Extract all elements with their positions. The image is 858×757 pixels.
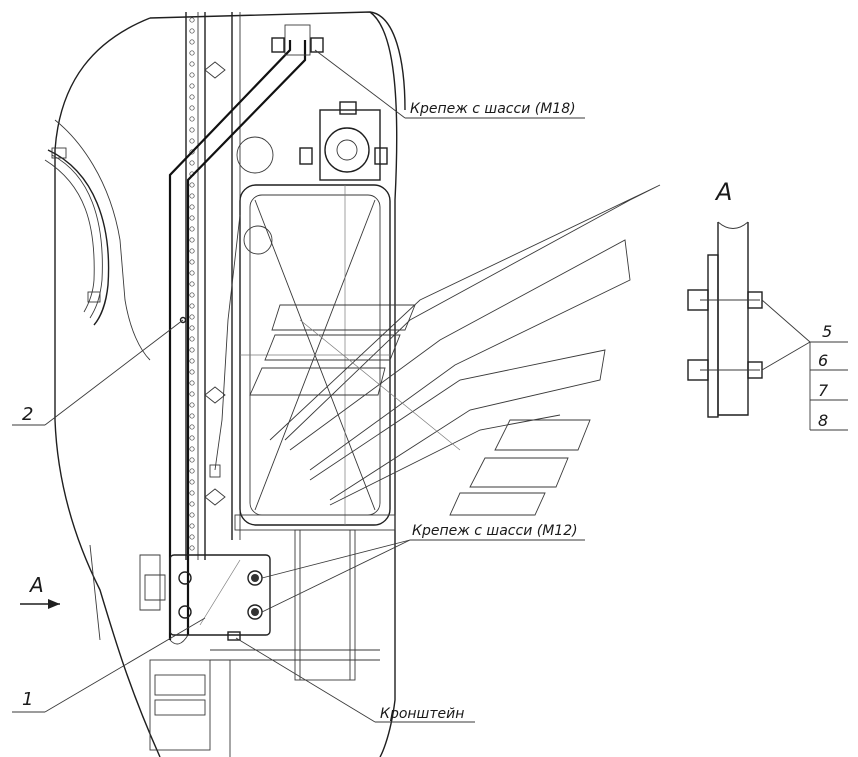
rail-hole: [189, 424, 195, 430]
rail-hole: [189, 457, 195, 463]
rail-hole: [189, 149, 195, 155]
rail-hole: [189, 83, 195, 89]
upper-housing: [236, 101, 388, 255]
callout-8: 8: [818, 411, 828, 430]
rail-hole: [189, 479, 195, 485]
label-item-1: 1: [22, 689, 33, 710]
rail-hole: [189, 61, 195, 67]
rail-hole: [189, 303, 195, 309]
rail-hole: [189, 259, 195, 265]
rail-hole: [189, 325, 195, 331]
rail-hole: [189, 204, 195, 210]
rail-hole: [189, 358, 195, 364]
rail-hole: [189, 523, 195, 529]
leader-lines: [12, 49, 585, 723]
rail-hole: [189, 435, 195, 441]
rail-hole: [189, 292, 195, 298]
rail-hole: [189, 468, 195, 474]
rail-hole: [189, 512, 195, 518]
rail-hole: [189, 105, 195, 111]
rail-hole: [189, 226, 195, 232]
rail-slots: [204, 61, 226, 506]
cable-clip: [209, 464, 221, 478]
view-arrow: [20, 599, 60, 609]
rail-hole: [189, 50, 195, 56]
mud-flap: [239, 184, 391, 526]
handrail: [168, 24, 324, 645]
rail-hole: [189, 28, 195, 34]
rail-hole: [189, 116, 195, 122]
rail-hole: [189, 281, 195, 287]
label-chassis-mount-m12: Крепеж с шасси (М12): [412, 523, 578, 539]
rail-hole: [189, 160, 195, 166]
label-view-arrow: A: [28, 573, 44, 597]
rail-hole: [189, 237, 195, 243]
body-contour: [54, 11, 406, 757]
bracket-plate: [169, 554, 271, 641]
rail-hole: [189, 72, 195, 78]
rail-hole: [189, 391, 195, 397]
rail-hole: [189, 138, 195, 144]
callout-7: 7: [818, 381, 829, 400]
label-chassis-mount-m18: Крепеж с шасси (М18): [410, 101, 576, 117]
rail-hole: [189, 193, 195, 199]
chevron-logo: [249, 184, 661, 516]
callout-5: 5: [822, 322, 832, 341]
rail-hole: [189, 17, 195, 23]
lower-chassis: [89, 514, 396, 757]
rail-hole: [189, 336, 195, 342]
rail-hole: [189, 127, 195, 133]
callout-6: 6: [818, 351, 828, 370]
rail-hole: [189, 545, 195, 551]
rail-hole: [189, 182, 195, 188]
label-item-2: 2: [22, 404, 33, 425]
rail-hole: [189, 490, 195, 496]
label-view-title: A: [714, 178, 732, 206]
rail-hole: [189, 248, 195, 254]
wheel-arch: [44, 147, 110, 326]
rail-hole: [189, 446, 195, 452]
rail-hole: [189, 39, 195, 45]
section-view-a: [687, 221, 848, 431]
rail-hole: [189, 94, 195, 100]
rail-hole: [189, 369, 195, 375]
rail-hole: [189, 215, 195, 221]
rail-hole: [189, 314, 195, 320]
rail-hole: [189, 380, 195, 386]
label-bracket: Кронштейн: [380, 706, 464, 722]
rail-hole: [189, 347, 195, 353]
rail-hole: [189, 501, 195, 507]
rail-hole: [189, 413, 195, 419]
rail-hole: [189, 270, 195, 276]
rail-hole: [189, 402, 195, 408]
rail-hole: [189, 534, 195, 540]
cable: [214, 214, 241, 471]
